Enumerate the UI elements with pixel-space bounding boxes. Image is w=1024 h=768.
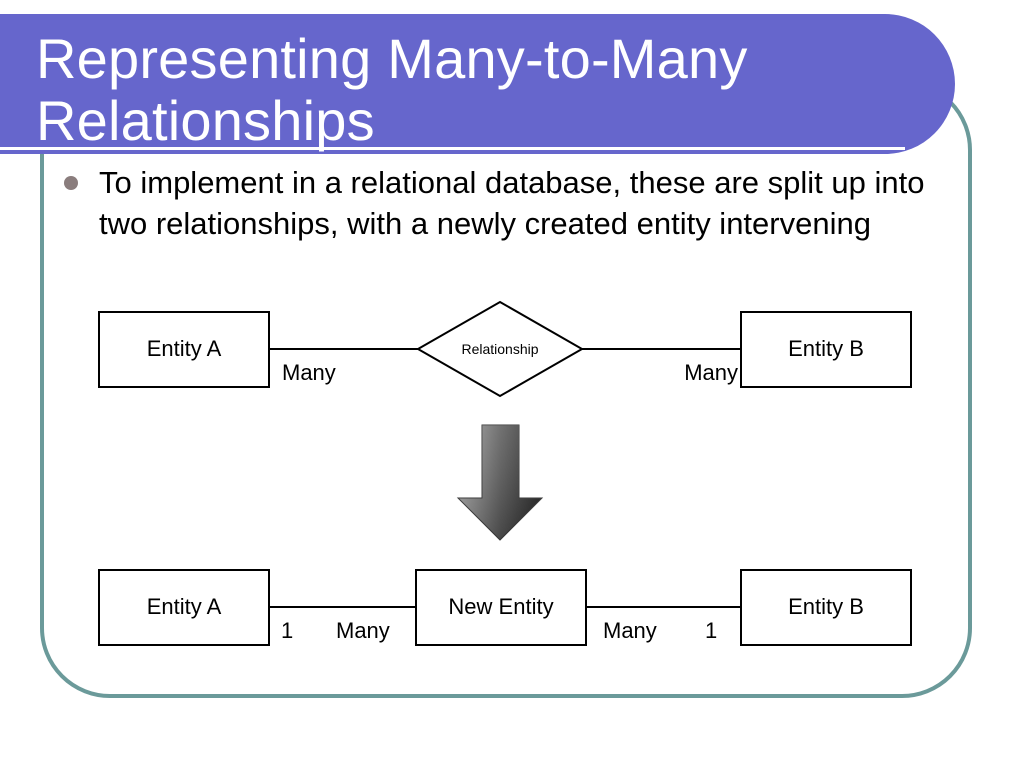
new-entity-box [415, 569, 587, 646]
entity-a-box-bottom [98, 569, 270, 646]
entity-a-label-bottom: Entity A [147, 594, 222, 619]
title-underline [0, 147, 905, 150]
entity-a-label: Entity A [147, 336, 222, 361]
entity-a-box [98, 311, 270, 388]
cardinality-left: Many [282, 360, 336, 385]
cardinality-a-one: 1 [281, 618, 293, 643]
down-arrow-icon [456, 424, 544, 541]
title-band: Representing Many-to-Many Relationships [0, 14, 955, 154]
bullet-text: To implement in a relational database, t… [99, 165, 925, 241]
slide-title: Representing Many-to-Many Relationships [36, 27, 748, 152]
diagram-bottom: Entity A New Entity Entity B 1 Many Many… [98, 569, 912, 646]
relationship-label: Relationship [461, 341, 538, 357]
diagram-top: Entity A Relationship Entity B Many Many [98, 300, 912, 398]
bullet-dot [64, 176, 78, 190]
relationship-diamond [415, 300, 585, 398]
entity-b-box [740, 311, 912, 388]
new-entity-label: New Entity [448, 594, 553, 619]
entity-b-label-bottom: Entity B [788, 594, 864, 619]
cardinality-b-one: 1 [705, 618, 717, 643]
entity-b-label: Entity B [788, 336, 864, 361]
cardinality-right: Many [684, 360, 738, 385]
entity-b-box-bottom [740, 569, 912, 646]
cardinality-b-many: Many [603, 618, 657, 643]
cardinality-a-many: Many [336, 618, 390, 643]
